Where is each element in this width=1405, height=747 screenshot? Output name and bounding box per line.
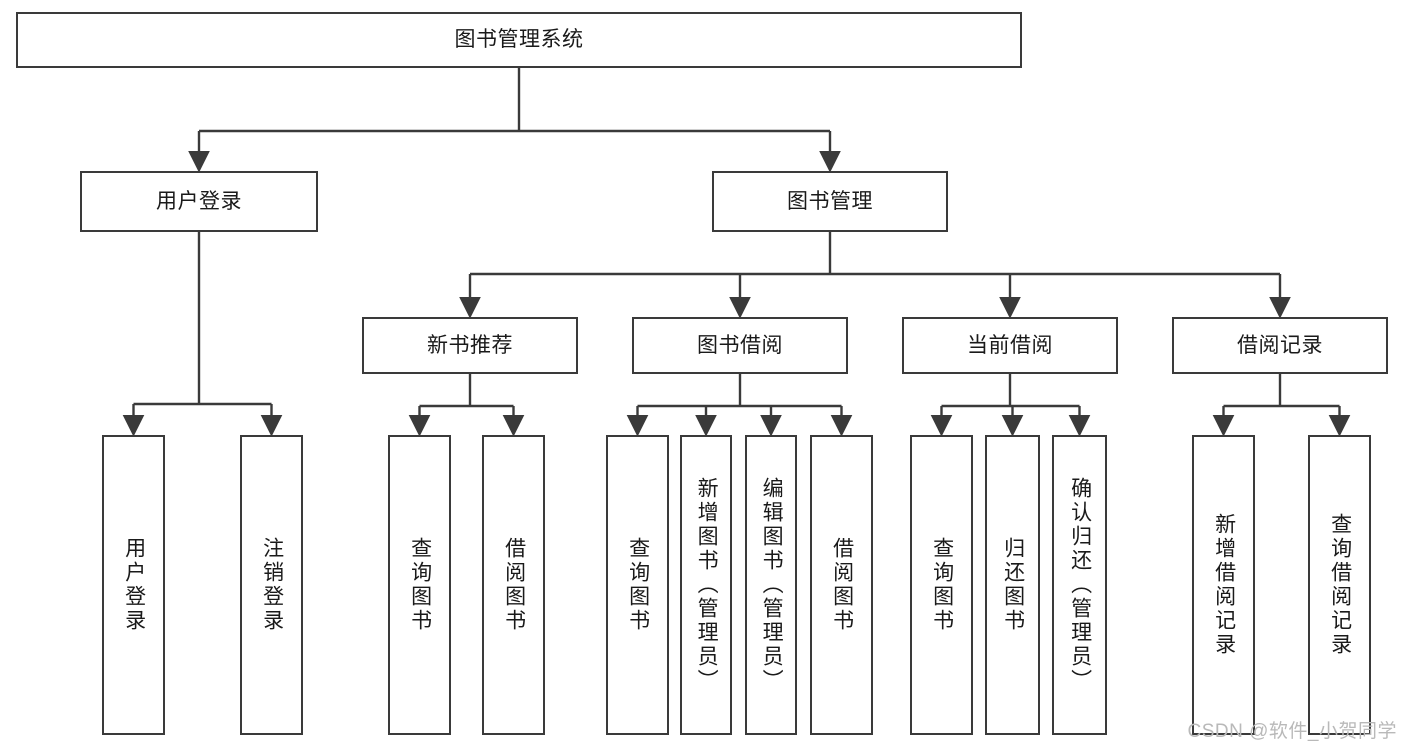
node-borrow-record[interactable]: 借阅记录 <box>1172 317 1388 374</box>
node-leaf-query-record[interactable]: 查询借阅记录 <box>1308 435 1371 735</box>
node-label: 查询图书 <box>408 537 432 633</box>
node-root[interactable]: 图书管理系统 <box>16 12 1022 68</box>
node-label: 注销登录 <box>260 537 284 633</box>
node-current-borrow[interactable]: 当前借阅 <box>902 317 1118 374</box>
node-label: 新增借阅记录 <box>1212 513 1236 657</box>
node-new-book-rec[interactable]: 新书推荐 <box>362 317 578 374</box>
node-label: 归还图书 <box>1001 537 1025 633</box>
node-leaf-query-book-1[interactable]: 查询图书 <box>388 435 451 735</box>
node-user-login[interactable]: 用户登录 <box>80 171 318 232</box>
node-leaf-edit-book[interactable]: 编辑图书（管理员） <box>745 435 797 735</box>
node-leaf-query-book-2[interactable]: 查询图书 <box>606 435 669 735</box>
node-label: 新书推荐 <box>427 333 513 357</box>
node-label: 图书借阅 <box>697 333 783 357</box>
node-label: 用户登录 <box>122 537 146 633</box>
node-label: 确认归还（管理员） <box>1068 477 1092 693</box>
node-leaf-user-login[interactable]: 用户登录 <box>102 435 165 735</box>
node-leaf-borrow-book-2[interactable]: 借阅图书 <box>810 435 873 735</box>
node-label: 借阅图书 <box>830 537 854 633</box>
node-label: 查询借阅记录 <box>1328 513 1352 657</box>
node-label: 图书管理 <box>787 189 873 213</box>
node-leaf-return-book[interactable]: 归还图书 <box>985 435 1040 735</box>
node-label: 新增图书（管理员） <box>695 477 719 693</box>
node-label: 查询图书 <box>930 537 954 633</box>
node-leaf-add-record[interactable]: 新增借阅记录 <box>1192 435 1255 735</box>
node-label: 编辑图书（管理员） <box>760 477 784 693</box>
node-leaf-query-book-3[interactable]: 查询图书 <box>910 435 973 735</box>
node-leaf-user-logout[interactable]: 注销登录 <box>240 435 303 735</box>
node-label: 借阅记录 <box>1237 333 1323 357</box>
watermark-label: CSDN @软件_小贺同学 <box>1187 721 1397 742</box>
node-book-manage[interactable]: 图书管理 <box>712 171 948 232</box>
node-label: 用户登录 <box>156 189 242 213</box>
node-leaf-confirm-return[interactable]: 确认归还（管理员） <box>1052 435 1107 735</box>
node-label: 当前借阅 <box>967 333 1053 357</box>
node-label: 借阅图书 <box>502 537 526 633</box>
node-label: 查询图书 <box>626 537 650 633</box>
node-leaf-add-book[interactable]: 新增图书（管理员） <box>680 435 732 735</box>
node-leaf-borrow-book-1[interactable]: 借阅图书 <box>482 435 545 735</box>
node-book-borrow[interactable]: 图书借阅 <box>632 317 848 374</box>
node-label: 图书管理系统 <box>454 28 584 52</box>
